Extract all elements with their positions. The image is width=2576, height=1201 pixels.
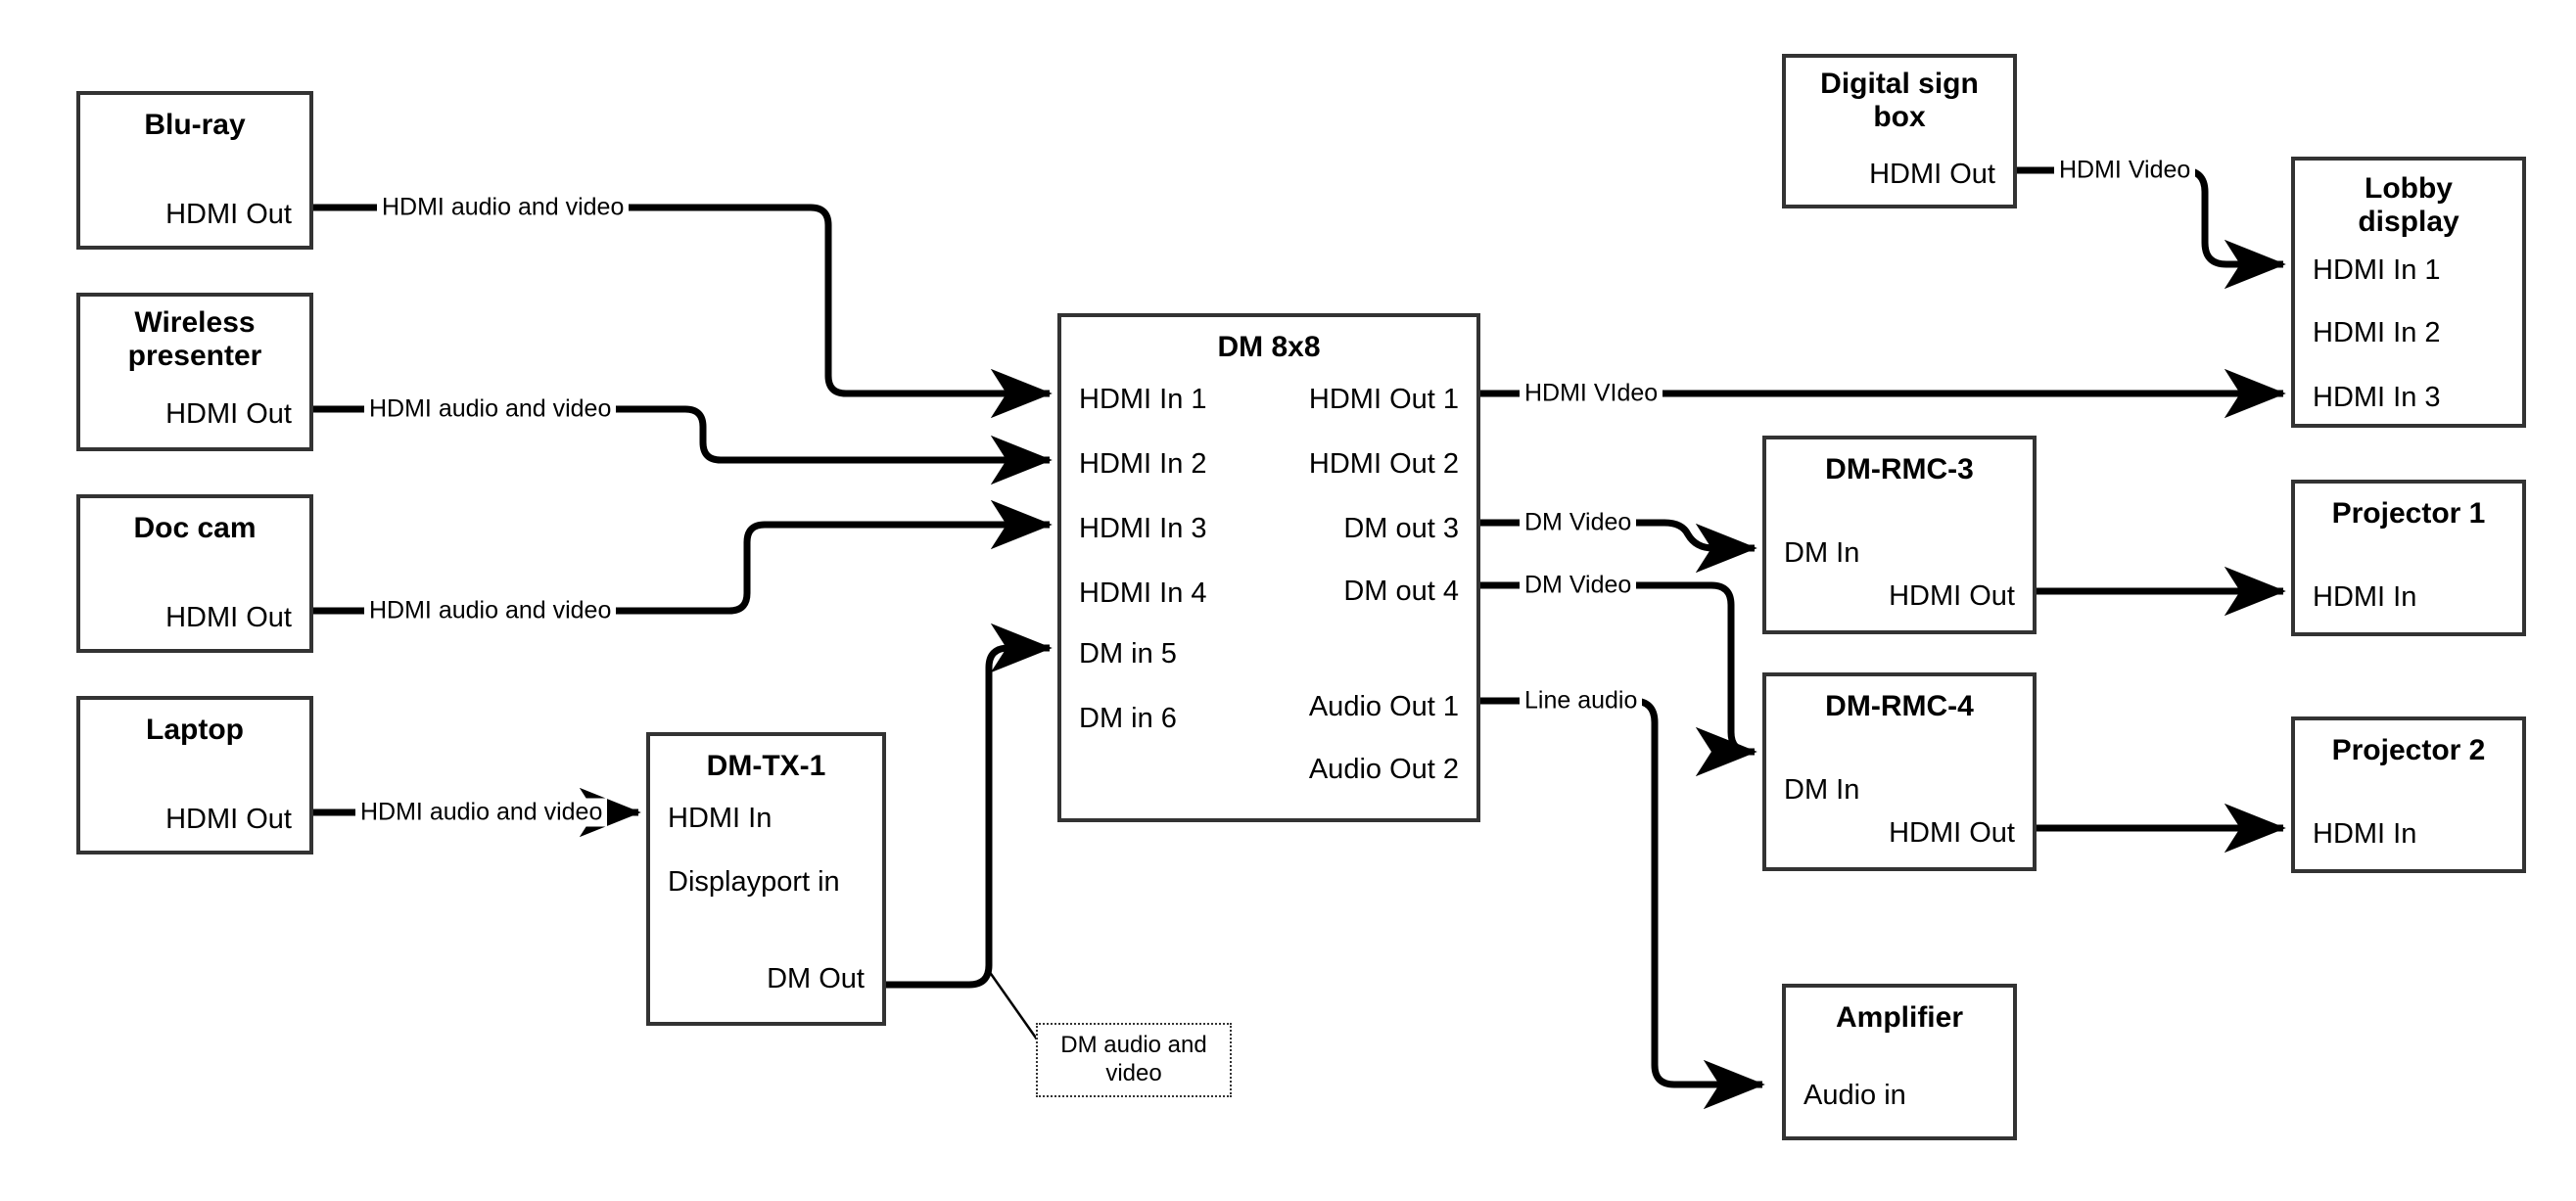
edge-label-bluray-to-dm: HDMI audio and video — [377, 193, 630, 222]
node-title: Laptop — [146, 714, 244, 746]
port-hdmi-in[interactable]: HDMI In — [2313, 581, 2417, 613]
wire-dm-audioout1-to-amplifier — [1480, 697, 1765, 1110]
port-hdmi-in-2[interactable]: HDMI In 2 — [2313, 317, 2441, 348]
node-title: Amplifier — [1835, 1001, 1964, 1034]
port-hdmi-out[interactable]: HDMI Out — [165, 602, 292, 633]
port-audio-in[interactable]: Audio in — [1803, 1080, 1906, 1111]
port-audio-out-1[interactable]: Audio Out 1 — [1308, 691, 1459, 722]
edge-label-dm-out-3: DM Video — [1520, 508, 1637, 537]
edge-label-dm-out-4: DM Video — [1520, 571, 1637, 600]
node-title: DM-TX-1 — [706, 750, 826, 782]
wire-dmtx-dmout-to-dm-in-5 — [886, 623, 1053, 989]
port-hdmi-out[interactable]: HDMI Out — [1889, 817, 2015, 849]
port-hdmi-in-3[interactable]: HDMI In 3 — [1079, 513, 1207, 544]
note-dm-audio-and-video: DM audio and video — [1036, 1023, 1232, 1097]
wire-dm-out4-to-rmc4-dm-in — [1480, 581, 1757, 777]
port-hdmi-in[interactable]: HDMI In — [668, 803, 773, 834]
node-title: Doc cam — [133, 512, 257, 544]
port-hdmi-in-4[interactable]: HDMI In 4 — [1079, 577, 1207, 609]
edge-label-dm-hdmi-out-1: HDMI VIdeo — [1520, 379, 1663, 408]
edge-label-wireless-to-dm: HDMI audio and video — [364, 394, 617, 424]
node-dm-rmc-3[interactable]: DM-RMC-3 DM In HDMI Out — [1762, 436, 2037, 634]
port-hdmi-in-1[interactable]: HDMI In 1 — [1079, 384, 1207, 415]
node-projector-1[interactable]: Projector 1 HDMI In — [2291, 480, 2526, 636]
node-blu-ray[interactable]: Blu-ray HDMI Out — [76, 91, 313, 250]
port-hdmi-out[interactable]: HDMI Out — [1889, 580, 2015, 612]
edge-label-dm-audio-out-1: Line audio — [1520, 686, 1643, 716]
node-title: DM 8x8 — [1217, 331, 1321, 363]
port-dm-in-5[interactable]: DM in 5 — [1079, 638, 1177, 670]
node-title: DM-RMC-4 — [1825, 690, 1974, 722]
port-dm-in[interactable]: DM In — [1784, 774, 1860, 806]
node-title: Projector 1 — [2331, 497, 2486, 530]
port-hdmi-out[interactable]: HDMI Out — [165, 398, 292, 430]
port-hdmi-out-2[interactable]: HDMI Out 2 — [1308, 448, 1459, 480]
node-title: Wireless presenter — [127, 306, 262, 372]
node-digital-sign-box[interactable]: Digital sign box HDMI Out — [1782, 54, 2017, 208]
node-dm-tx-1[interactable]: DM-TX-1 HDMI In Displayport in DM Out — [646, 732, 886, 1026]
node-dm-rmc-4[interactable]: DM-RMC-4 DM In HDMI Out — [1762, 672, 2037, 871]
node-title: Lobby display — [2358, 172, 2459, 238]
port-hdmi-in-1[interactable]: HDMI In 1 — [2313, 254, 2441, 286]
port-hdmi-in-2[interactable]: HDMI In 2 — [1079, 448, 1207, 480]
node-title: Digital sign box — [1820, 68, 1979, 133]
port-dm-out-4[interactable]: DM out 4 — [1343, 576, 1459, 607]
node-projector-2[interactable]: Projector 2 HDMI In — [2291, 716, 2526, 873]
port-hdmi-in[interactable]: HDMI In — [2313, 818, 2417, 850]
note-text: DM audio and video — [1060, 1032, 1207, 1086]
node-doc-cam[interactable]: Doc cam HDMI Out — [76, 494, 313, 653]
port-hdmi-out[interactable]: HDMI Out — [165, 199, 292, 230]
port-dm-out-3[interactable]: DM out 3 — [1343, 513, 1459, 544]
port-hdmi-out-1[interactable]: HDMI Out 1 — [1308, 384, 1459, 415]
node-title: Blu-ray — [144, 109, 246, 141]
node-wireless-presenter[interactable]: Wireless presenter HDMI Out — [76, 293, 313, 451]
leader-line-dm-audio-video-note — [987, 970, 1042, 1044]
node-dm-8x8[interactable]: DM 8x8 HDMI In 1 HDMI In 2 HDMI In 3 HDM… — [1057, 313, 1480, 822]
node-title: DM-RMC-3 — [1825, 453, 1974, 485]
edge-label-doccam-to-dm: HDMI audio and video — [364, 596, 617, 625]
node-lobby-display[interactable]: Lobby display HDMI In 1 HDMI In 2 HDMI I… — [2291, 157, 2526, 428]
port-audio-out-2[interactable]: Audio Out 2 — [1308, 754, 1459, 785]
port-hdmi-out[interactable]: HDMI Out — [165, 804, 292, 835]
node-amplifier[interactable]: Amplifier Audio in — [1782, 984, 2017, 1140]
port-dm-in[interactable]: DM In — [1784, 537, 1860, 569]
edge-label-signbox-to-lobby: HDMI Video — [2054, 156, 2196, 185]
port-hdmi-out[interactable]: HDMI Out — [1869, 159, 1995, 190]
node-laptop[interactable]: Laptop HDMI Out — [76, 696, 313, 855]
node-title: Projector 2 — [2331, 734, 2486, 766]
edge-label-laptop-to-dmtx: HDMI audio and video — [355, 798, 608, 827]
port-dm-in-6[interactable]: DM in 6 — [1079, 703, 1177, 734]
port-dm-out[interactable]: DM Out — [767, 963, 865, 994]
port-hdmi-in-3[interactable]: HDMI In 3 — [2313, 382, 2441, 413]
port-displayport-in[interactable]: Displayport in — [668, 866, 840, 898]
wire-bluray-to-dm-hdmi-in-1 — [313, 204, 1053, 419]
